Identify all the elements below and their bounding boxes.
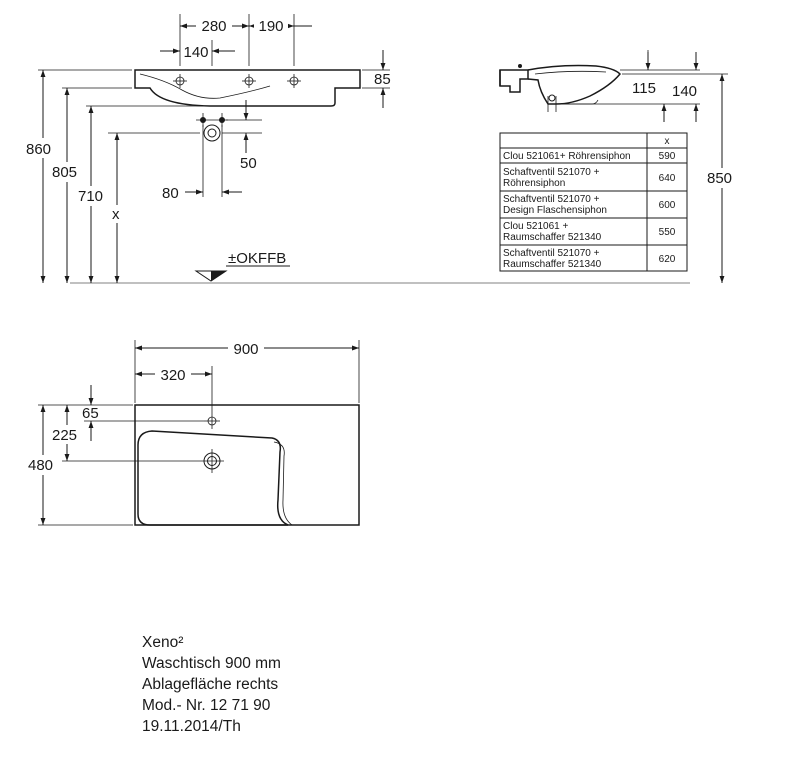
table-row-5-value: 620 [659,254,676,265]
table-row-4-label: Clou 521061 + [503,221,568,232]
dim-850: 850 [707,170,732,187]
dim-900: 900 [233,341,258,358]
dim-805: 805 [52,164,77,181]
dim-225: 225 [52,427,77,444]
table-row-2-label: Schaftventil 521070 + [503,167,600,178]
basin-bowl-outline [137,430,289,526]
table-row-1-label: Clou 521061+ Röhrensiphon [503,151,631,162]
product-description: Waschtisch 900 mm [142,655,281,672]
dim-50: 50 [240,155,257,172]
drawing-caption: Xeno² Waschtisch 900 mm Ablagefläche rec… [142,632,281,737]
table-row-2-value: 640 [659,173,676,184]
table-row-3-label: Schaftventil 521070 + [503,194,600,205]
table-row-4-value: 550 [659,227,676,238]
side-view: 115 140 850 [499,50,739,283]
dim-280: 280 [201,18,226,35]
basin-side-bowl [527,64,622,105]
dim-860: 860 [26,141,51,158]
floor-level-symbol [194,265,290,282]
table-row-1-value: 590 [659,151,676,162]
front-view: 280 190 140 85 860 805 710 x [22,14,690,284]
dim-115: 115 [632,80,656,97]
table-row-2-label-2: Röhrensiphon [503,178,565,189]
product-name: Xeno² [142,634,184,651]
dim-480: 480 [28,457,53,474]
table-header-x: x [665,136,670,147]
basin-side-outline [499,69,529,93]
dim-140-side: 140 [672,83,697,100]
waste-outlet-top [200,449,224,473]
drawing-date: 19.11.2014/Th [142,718,241,735]
tap-hole-top [204,413,220,429]
floor-level-label: ±OKFFB [228,250,286,267]
model-number: Mod.- Nr. 12 71 90 [142,697,271,714]
basin-inner-contour [139,73,271,99]
table-row-3-value: 600 [659,200,676,211]
dim-320: 320 [160,367,185,384]
dim-85: 85 [374,71,391,88]
dim-190: 190 [258,18,283,35]
top-view: 900 320 65 225 480 [26,339,360,526]
dim-x: x [112,206,120,223]
siphon-table: x Clou 521061+ Röhrensiphon 590 Schaftve… [499,132,688,272]
basin-front-outline [134,69,361,107]
table-row-4-label-2: Raumschaffer 521340 [503,232,602,243]
tap-hole-center [242,74,256,88]
dim-140: 140 [183,44,208,61]
tap-hole-right [287,74,301,88]
product-variant: Ablagefläche rechts [142,676,279,693]
dim-710: 710 [78,188,103,205]
waste-outlet [196,113,228,142]
tap-hole-left [173,74,187,88]
table-row-3-label-2: Design Flaschensiphon [503,205,607,216]
table-row-5-label: Schaftventil 521070 + [503,248,600,259]
dim-80: 80 [162,185,179,202]
basin-top-outline [134,404,360,526]
table-row-5-label-2: Raumschaffer 521340 [503,259,602,270]
dim-65: 65 [82,405,99,422]
